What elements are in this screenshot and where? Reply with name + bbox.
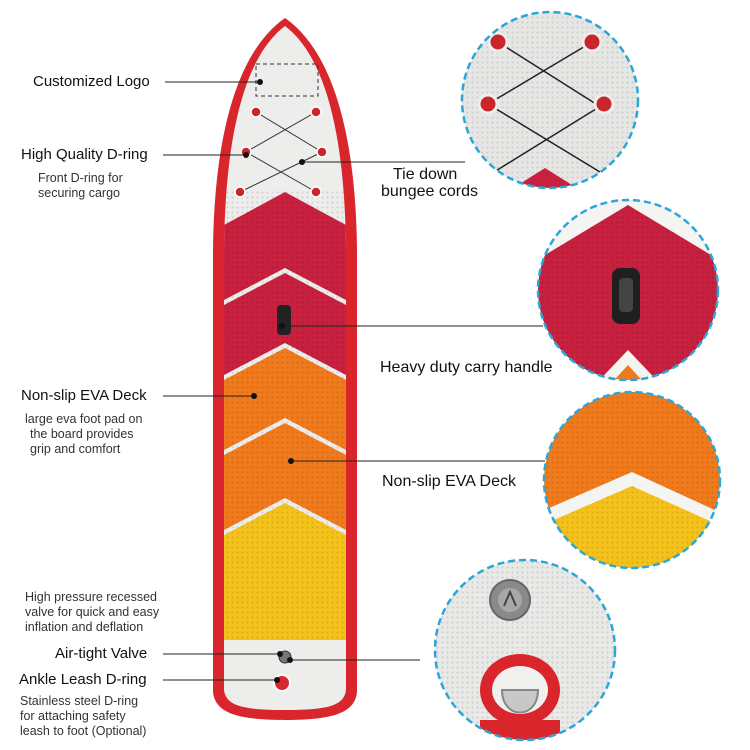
air-tight-valve-label: Air-tight Valve xyxy=(55,645,148,662)
ankle-leash-title: Ankle Leash D-ring xyxy=(19,671,147,688)
valve-sub-3: inflation and deflation xyxy=(25,620,144,634)
ankle-leash-sub-3: leash to foot (Optional) xyxy=(20,724,147,738)
valve-sub-1: High pressure recessed xyxy=(25,590,158,604)
eva-deck-sub-3: grip and comfort xyxy=(30,442,121,456)
leader-lines xyxy=(163,81,545,681)
detail-circle-eva xyxy=(542,390,722,570)
ankle-leash-sub-1: Stainless steel D-ring xyxy=(20,694,139,708)
detail-circle-bungee xyxy=(460,10,640,190)
d-ring-sub-1: Front D-ring for xyxy=(38,171,123,185)
ankle-leash-sub-2: for attaching safety xyxy=(20,709,126,723)
logo-placeholder xyxy=(255,63,319,97)
tie-down-label-1: Tie down xyxy=(393,166,458,183)
eva-deck-title-right: Non-slip EVA Deck xyxy=(382,473,516,490)
carry-handle-label: Heavy duty carry handle xyxy=(380,359,553,376)
eva-deck-sub-2: the board provides xyxy=(30,427,134,441)
d-ring-sub-2: securing cargo xyxy=(38,186,120,200)
detail-circle-valve xyxy=(433,558,617,742)
d-ring-icon xyxy=(250,106,262,118)
detail-circle-handle xyxy=(536,198,720,382)
eva-deck-title-left: Non-slip EVA Deck xyxy=(21,387,147,404)
paddle-board xyxy=(213,18,357,720)
d-ring-title: High Quality D-ring xyxy=(21,146,148,163)
customized-logo-label: Customized Logo xyxy=(33,73,150,90)
tie-down-label-2: bungee cords xyxy=(381,183,478,200)
valve-sub-2: valve for quick and easy xyxy=(25,605,160,619)
eva-deck-sub-1: large eva foot pad on xyxy=(25,412,143,426)
carry-handle-icon xyxy=(277,305,291,335)
